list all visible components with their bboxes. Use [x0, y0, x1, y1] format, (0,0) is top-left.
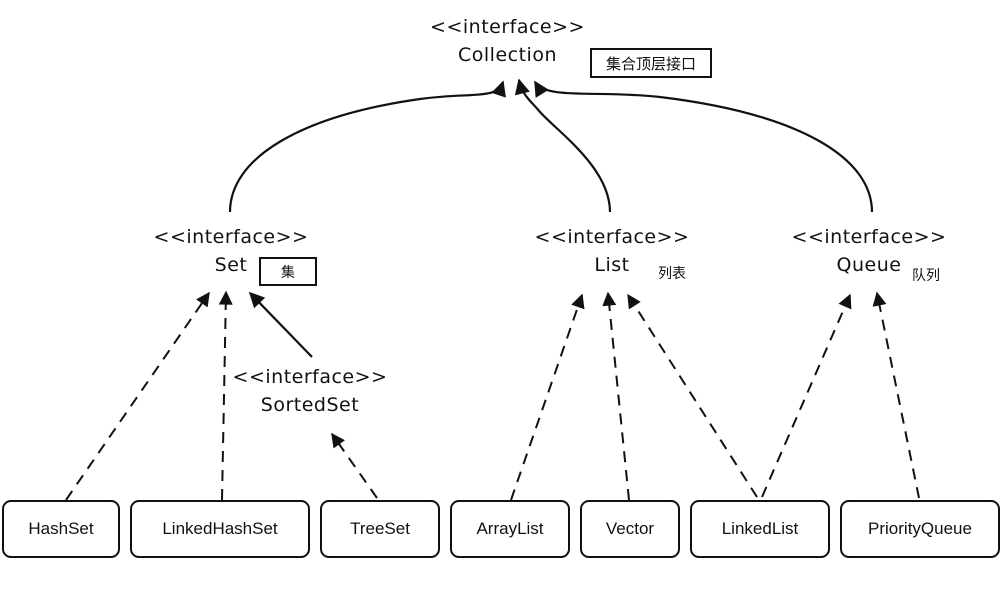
- set-note-box: 集: [259, 257, 317, 286]
- class-hashset: HashSet: [2, 500, 120, 558]
- edge-linkedlist-queue: [761, 293, 852, 498]
- edge-arraylist-list: [510, 293, 585, 501]
- queue-note-label: 队列: [912, 268, 940, 284]
- set-name: Set: [214, 254, 248, 276]
- edge-list-collection: [514, 78, 612, 213]
- edge-treeset-sortedset: [331, 432, 378, 499]
- list-stereotype: <<interface>>: [534, 226, 690, 248]
- class-treeset: TreeSet: [320, 500, 440, 558]
- edge-hashset-set: [65, 291, 210, 501]
- collection-stereotype: <<interface>>: [430, 16, 585, 38]
- class-priorityqueue: PriorityQueue: [840, 500, 1000, 558]
- edge-linkedhashset-set: [218, 290, 233, 501]
- queue-stereotype: <<interface>>: [791, 226, 947, 248]
- interface-queue: <<interface>> Queue: [784, 228, 954, 275]
- class-linkedlist: LinkedList: [690, 500, 830, 558]
- sortedset-stereotype: <<interface>>: [232, 366, 388, 388]
- edge-linkedlist-list: [627, 293, 758, 498]
- edge-vector-list: [602, 291, 630, 501]
- collection-note-box: 集合顶层接口: [590, 48, 712, 78]
- interface-collection: <<interface>> Collection: [395, 18, 620, 65]
- edge-priorityqueue-queue: [872, 291, 920, 499]
- class-arraylist: ArrayList: [450, 500, 570, 558]
- edge-queue-collection: [534, 80, 874, 213]
- interface-list: <<interface>> List: [527, 228, 697, 275]
- class-vector: Vector: [580, 500, 680, 558]
- list-note-label: 列表: [658, 266, 686, 282]
- sortedset-name: SortedSet: [260, 394, 360, 416]
- edge-set-collection: [228, 80, 506, 213]
- class-linkedhashset: LinkedHashSet: [130, 500, 310, 558]
- list-name: List: [594, 254, 630, 276]
- interface-set: <<interface>> Set: [146, 228, 316, 275]
- queue-name: Queue: [836, 254, 902, 276]
- interface-sortedset: <<interface>> SortedSet: [225, 368, 395, 415]
- edge-sortedset-set: [248, 291, 313, 358]
- set-stereotype: <<interface>>: [153, 226, 309, 248]
- collection-name: Collection: [458, 44, 557, 66]
